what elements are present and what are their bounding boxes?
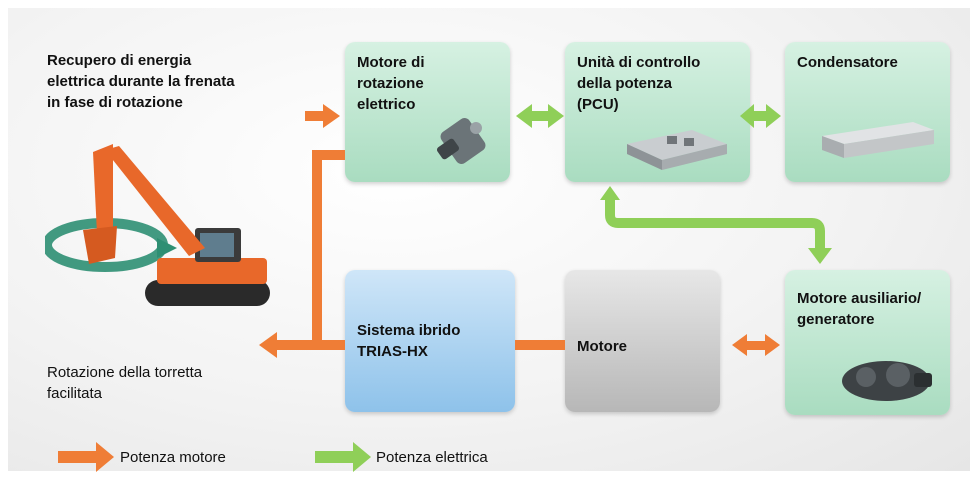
swing-pcu-double-arrow — [516, 104, 564, 128]
swing-motor-box: Motore di rotazione elettrico — [345, 42, 510, 182]
bottom-text: Rotazione della torretta facilitata — [47, 364, 203, 402]
engine-aux-double-arrow — [732, 334, 780, 356]
hybrid-system-label: Sistema ibrido TRIAS-HX — [357, 322, 461, 360]
engine-power-arrow-in — [305, 104, 340, 128]
hybrid-engine-link — [515, 340, 565, 350]
generator-icon — [842, 361, 932, 401]
legend-engine-power-label: Potenza motore — [120, 449, 226, 466]
hybrid-system-box: Sistema ibrido TRIAS-HX — [345, 270, 515, 412]
capacitor-box: Condensatore — [785, 42, 950, 182]
swing-motor-label: Motore di rotazione elettrico — [357, 54, 425, 113]
pcu-unit-icon — [627, 130, 727, 170]
aux-motor-box: Motore ausiliario/ generatore — [785, 270, 950, 415]
electric-motor-icon — [436, 118, 486, 164]
engine-box: Motore — [565, 270, 720, 412]
intro-text: Recupero di energia elettrica durante la… — [47, 52, 235, 111]
pcu-box: Unità di controllo della potenza (PCU) — [565, 42, 750, 182]
engine-label: Motore — [577, 338, 627, 355]
excavator-image — [45, 144, 270, 306]
engine-power-path — [259, 150, 345, 358]
capacitor-label: Condensatore — [797, 54, 898, 71]
legend-electric-power-label: Potenza elettrica — [376, 449, 488, 466]
pcu-aux-electric-arrow — [600, 186, 832, 264]
legend-engine-power-arrow — [58, 442, 114, 472]
aux-motor-label: Motore ausiliario/ generatore — [797, 290, 922, 328]
capacitor-icon — [822, 122, 934, 158]
pcu-capacitor-double-arrow — [740, 104, 781, 128]
pcu-label: Unità di controllo della potenza (PCU) — [577, 54, 701, 113]
legend-electric-power-arrow — [315, 442, 371, 472]
